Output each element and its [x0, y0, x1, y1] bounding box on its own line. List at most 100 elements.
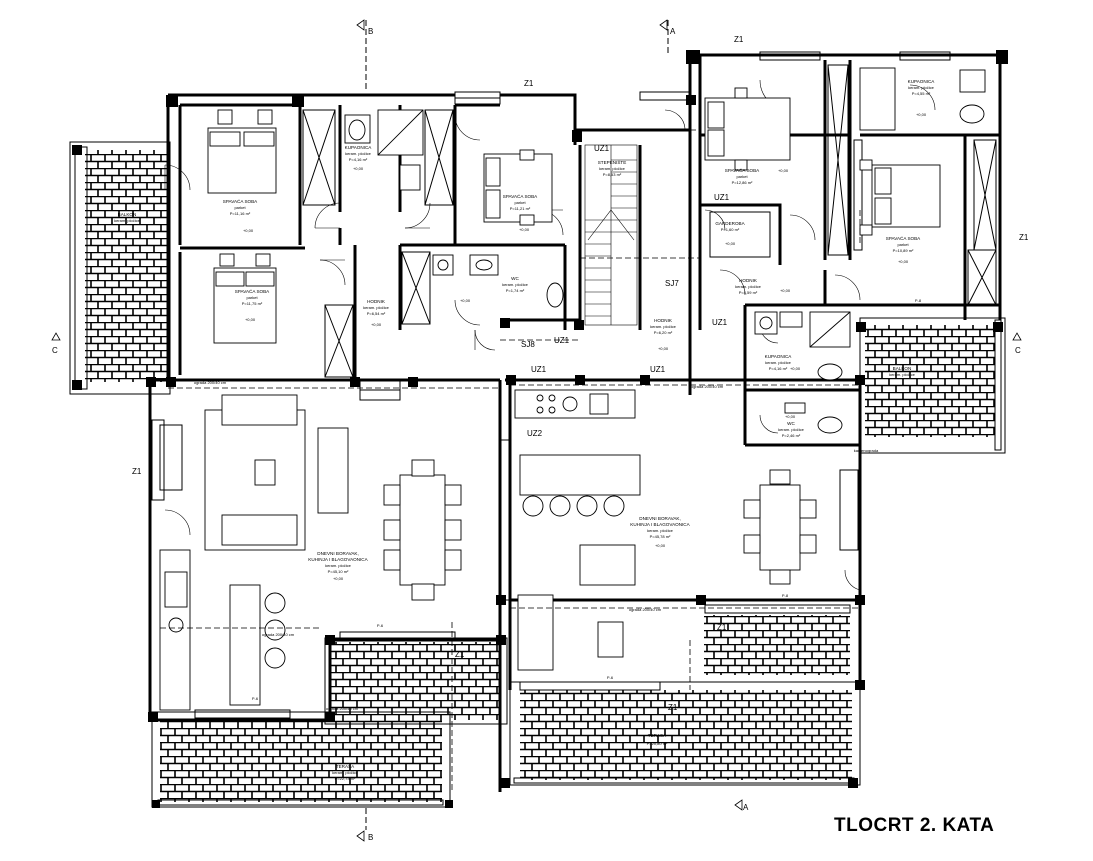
room-label-ste: STEPENIŠTE keram. pločice P=8,53 m² — [598, 159, 627, 177]
windows — [151, 51, 951, 719]
svg-text:P=45,78 m²: P=45,78 m² — [650, 534, 671, 539]
svg-text:HODNIK: HODNIK — [739, 278, 758, 283]
svg-text:+0,00: +0,00 — [780, 288, 791, 293]
room-label-hod2: HODNIK keram. pločice P=6,20 m² +0,00 — [650, 318, 677, 351]
svg-text:+0,00: +0,00 — [245, 317, 256, 322]
svg-text:HODNIK: HODNIK — [367, 299, 386, 304]
stairs — [584, 144, 638, 326]
room-label-sob1: SPAVAĆA SOBA parket P=11,16 m² +0,00 — [223, 198, 258, 233]
svg-text:P=11,21 m²: P=11,21 m² — [510, 206, 531, 211]
room-label-wc1: WC keram. pločice P=1,74 m² +0,00 — [460, 276, 529, 303]
svg-text:+0,00: +0,00 — [460, 298, 471, 303]
tag-uz1: UZ1 — [531, 365, 547, 374]
section-label-b-bottom: B — [368, 833, 373, 842]
section-label-b: B — [368, 27, 373, 36]
svg-text:P=12,86 m²: P=12,86 m² — [732, 180, 753, 185]
svg-text:keram. pločice: keram. pločice — [332, 770, 359, 775]
section-label-c-left: C — [52, 346, 58, 355]
svg-text:keram. pločice: keram. pločice — [114, 218, 141, 223]
svg-text:keram. pločice: keram. pločice — [735, 284, 762, 289]
tag-z1: Z1 — [734, 35, 744, 44]
wardrobes — [302, 64, 997, 378]
terrace-mid — [330, 642, 500, 720]
kitchen-left — [159, 549, 286, 711]
svg-text:+0,00: +0,00 — [658, 346, 669, 351]
svg-text:KUHINJA I BLAGOVAONICA: KUHINJA I BLAGOVAONICA — [308, 557, 368, 562]
svg-text:P=1,74 m²: P=1,74 m² — [506, 288, 525, 293]
svg-text:P=10,89 m²: P=10,89 m² — [893, 248, 914, 253]
svg-text:keram. pločice: keram. pločice — [345, 151, 372, 156]
svg-text:P=4,16 m²: P=4,16 m² — [769, 366, 788, 371]
svg-text:keram. pločice: keram. pločice — [647, 528, 674, 533]
svg-text:ograda 200/40 cm: ograda 200/40 cm — [194, 380, 227, 385]
tag-z1: Z1 — [717, 623, 727, 632]
svg-text:parket: parket — [514, 200, 526, 205]
section-marker-b-bottom: B — [356, 808, 373, 842]
svg-text:+0,00: +0,00 — [790, 366, 801, 371]
svg-text:+0,00: +0,00 — [898, 259, 909, 264]
svg-text:+0,00: +0,00 — [785, 414, 796, 419]
svg-text:keram. pločice: keram. pločice — [908, 85, 935, 90]
beams — [160, 129, 861, 790]
tag-uz1: UZ1 — [594, 144, 610, 153]
svg-text:ograda 200/40 cm: ograda 200/40 cm — [326, 706, 359, 711]
svg-text:+0,00: +0,00 — [353, 166, 364, 171]
svg-text:parket: parket — [897, 242, 909, 247]
room-label-dnev2: DNEVNI BORAVAK, KUHINJA I BLAGOVAONICA k… — [630, 516, 690, 548]
balcony-left — [85, 150, 167, 382]
svg-text:ograda 200/40 cm: ograda 200/40 cm — [629, 607, 662, 612]
room-label-sob2: SPAVAĆA SOBA parket P=11,75 m² +0,00 — [235, 288, 270, 322]
svg-text:P=6,20 m²: P=6,20 m² — [654, 330, 673, 335]
svg-text:keram. pločice: keram. pločice — [889, 372, 916, 377]
columns — [72, 50, 1008, 808]
svg-text:parket: parket — [736, 174, 748, 179]
tag-uz1: UZ1 — [554, 336, 570, 345]
svg-text:P=45,10 m²: P=45,10 m² — [328, 569, 349, 574]
section-marker-a-top: A — [659, 19, 676, 55]
svg-text:keram. pločice: keram. pločice — [650, 324, 677, 329]
beds — [207, 97, 941, 344]
svg-text:+0,00: +0,00 — [778, 168, 789, 173]
svg-text:P-6: P-6 — [252, 696, 259, 701]
nightstands — [217, 87, 873, 267]
svg-text:DNEVNI BORAVAK,: DNEVNI BORAVAK, — [317, 551, 358, 556]
svg-text:KUPAONICA: KUPAONICA — [908, 79, 936, 84]
terrace-left — [160, 720, 442, 802]
svg-text:SPAVAĆA SOBA: SPAVAĆA SOBA — [503, 193, 538, 199]
room-label-ter1: TERASA keram. pločice P=22,73 m² — [332, 764, 359, 781]
tag-z1: Z1 — [132, 467, 142, 476]
svg-text:ograda 200/40 cm: ograda 200/40 cm — [691, 384, 724, 389]
room-label-ter2: TERASA P=20,80 m² — [647, 733, 668, 746]
svg-text:P=11,75 m²: P=11,75 m² — [242, 301, 263, 306]
svg-text:P=4,55 m²: P=4,55 m² — [912, 91, 931, 96]
section-marker-c-left: C — [51, 332, 61, 355]
drawing-title: TLOCRT 2. KATA — [834, 815, 995, 836]
svg-text:keram. pločice: keram. pločice — [502, 282, 529, 287]
svg-text:+0,00: +0,00 — [243, 228, 254, 233]
svg-text:P-8: P-8 — [782, 593, 789, 598]
tag-uz1: UZ1 — [712, 318, 728, 327]
svg-text:+0,00: +0,00 — [519, 227, 530, 232]
tag-uz1: UZ1 — [650, 365, 666, 374]
svg-text:P=6,54 m²: P=6,54 m² — [367, 311, 386, 316]
tag-uz2: UZ2 — [527, 429, 543, 438]
terrace-right-upper — [704, 615, 850, 675]
svg-text:keram. pločice: keram. pločice — [765, 360, 792, 365]
kitchen-right — [514, 389, 817, 671]
svg-text:P=20,80 m²: P=20,80 m² — [647, 741, 668, 746]
svg-text:SPAVAĆA SOBA: SPAVAĆA SOBA — [235, 288, 270, 294]
svg-text:P=4,16 m²: P=4,16 m² — [349, 157, 368, 162]
svg-text:P=22,73 m²: P=22,73 m² — [335, 776, 356, 781]
room-label-sob4: SPAVAĆA SOBA parket P=12,86 m² +0,00 — [725, 167, 789, 185]
tag-z1: Z1 — [1019, 233, 1029, 242]
svg-text:parket: parket — [246, 295, 258, 300]
svg-text:HODNIK: HODNIK — [654, 318, 673, 323]
room-label-kup2: KUPAONICA keram. pločice P=4,55 m² +0,00 — [908, 79, 936, 117]
tag-z1: Z1 — [455, 650, 465, 659]
svg-text:WC: WC — [787, 421, 795, 426]
svg-text:+0,00: +0,00 — [333, 576, 344, 581]
tag-z1: Z1 — [668, 703, 678, 712]
section-marker-a-bottom: A — [734, 799, 749, 812]
room-label-gar: GARDEROBA P=1,60 m² +0,00 — [715, 221, 745, 246]
